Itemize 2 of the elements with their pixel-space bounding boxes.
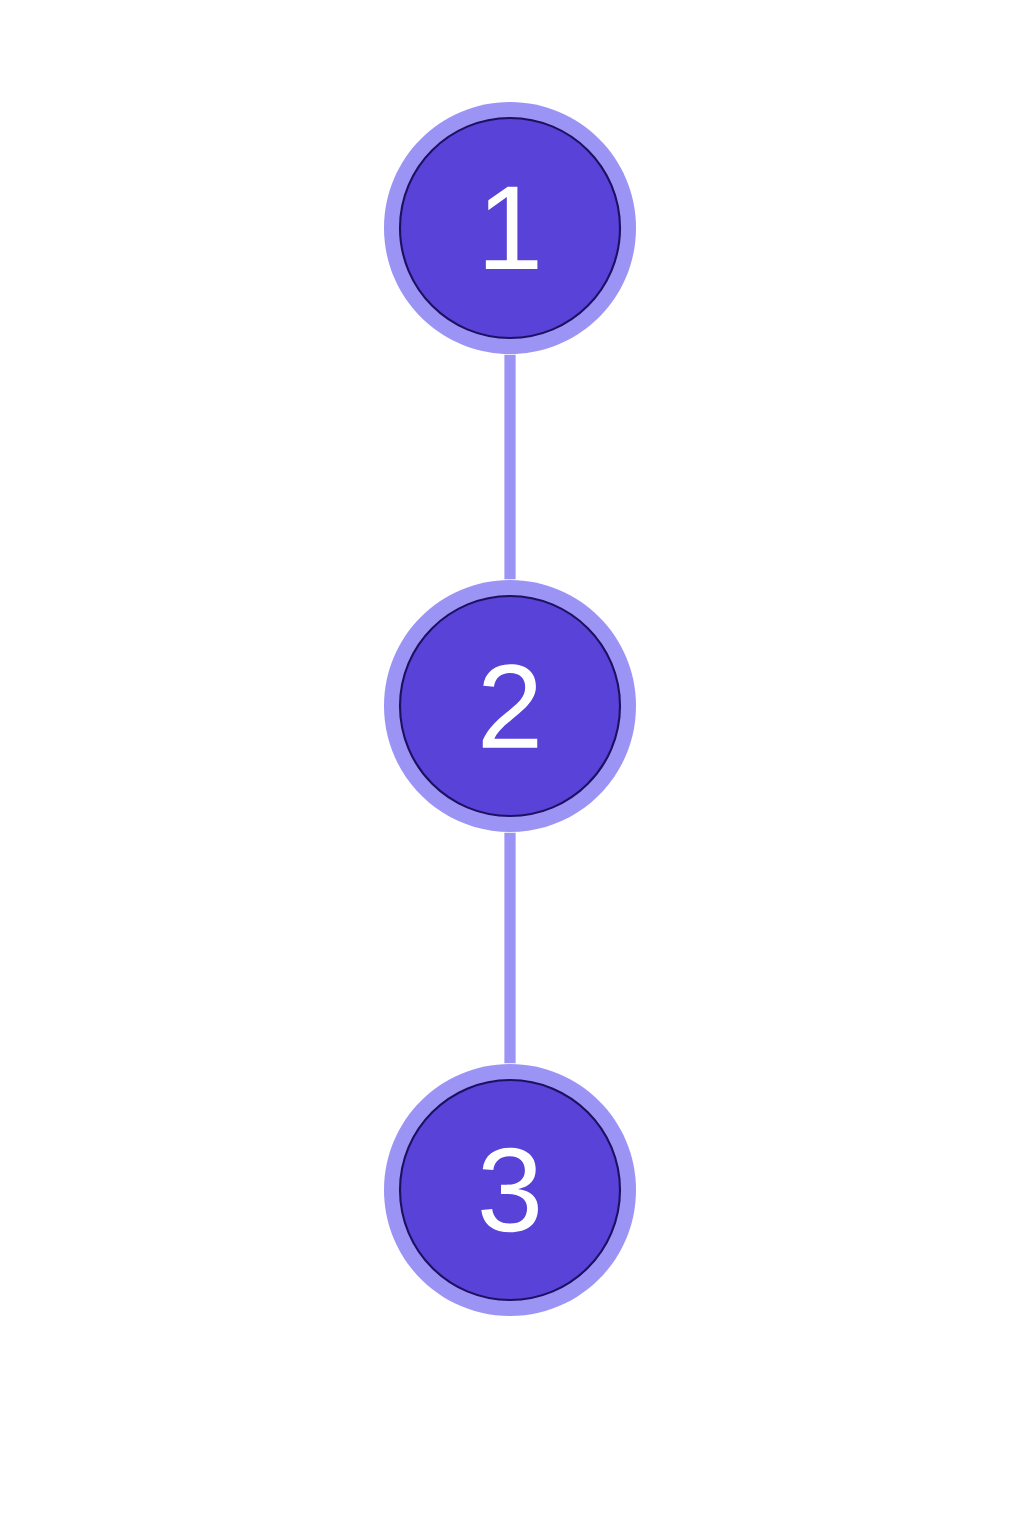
connector-line — [504, 354, 516, 580]
connector-line — [504, 832, 516, 1064]
